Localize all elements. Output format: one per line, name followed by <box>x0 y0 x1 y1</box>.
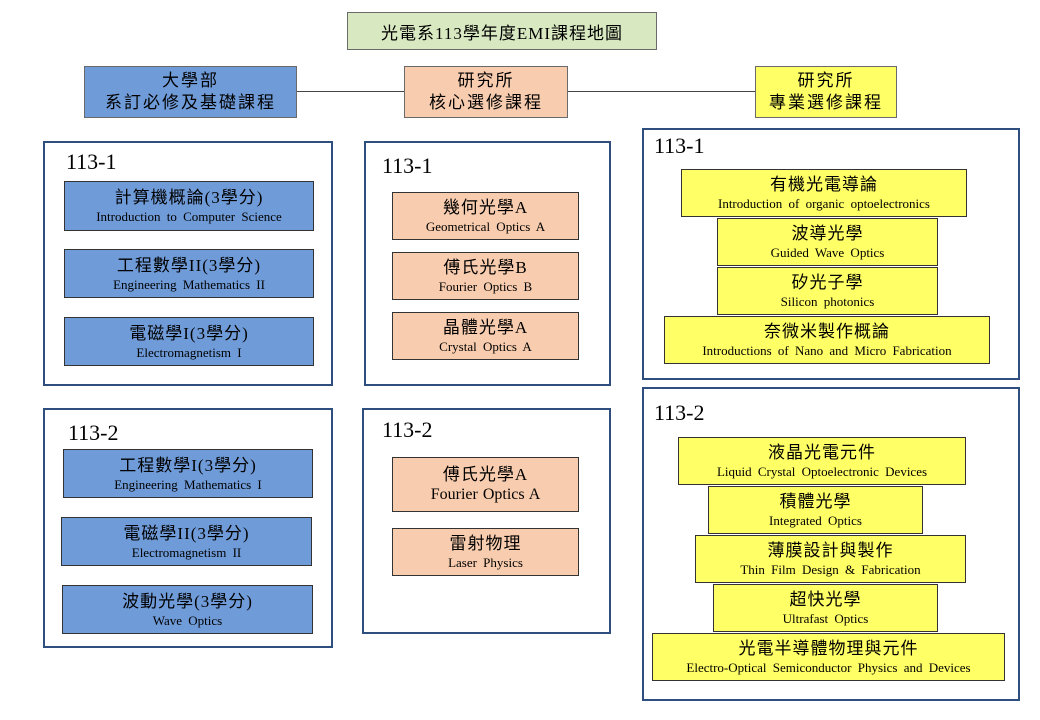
course-box: 液晶光電元件 Liquid Crystal Optoelectronic Dev… <box>678 437 966 485</box>
course-box: 傅氏光學A Fourier Optics A <box>392 457 579 512</box>
course-name-en: Guided Wave Optics <box>770 245 885 260</box>
course-name-zh: 傅氏光學A <box>442 465 529 484</box>
course-name-en: Liquid Crystal Optoelectronic Devices <box>716 464 928 479</box>
course-box: 工程數學I(3學分) Engineering Mathematics I <box>63 449 313 498</box>
semester-label: 113-1 <box>382 153 433 178</box>
semester-label: 113-1 <box>654 133 705 158</box>
map-title: 光電系113學年度EMI課程地圖 <box>347 12 657 50</box>
header-grad-core-line1: 研究所 <box>457 71 515 90</box>
course-name-en: Engineering Mathematics I <box>114 476 262 492</box>
course-name-en: Crystal Optics A <box>439 339 532 354</box>
header-grad-pro: 研究所 專業選修課程 <box>755 66 897 118</box>
semester-label: 113-2 <box>382 417 433 442</box>
course-box: 波動光學(3學分) Wave Optics <box>62 585 313 634</box>
header-grad-pro-line2: 專業選修課程 <box>769 93 883 112</box>
course-name-zh: 工程數學II(3學分) <box>116 255 262 275</box>
course-box: 薄膜設計與製作 Thin Film Design & Fabrication <box>695 535 966 583</box>
course-name-en: Ultrafast Optics <box>782 611 869 626</box>
header-grad-pro-line1: 研究所 <box>797 71 855 90</box>
semester-label: 113-2 <box>68 420 119 445</box>
course-box: 雷射物理 Laser Physics <box>392 528 579 576</box>
course-box: 幾何光學A Geometrical Optics A <box>392 192 579 240</box>
course-name-en: Silicon photonics <box>780 294 875 309</box>
header-undergrad: 大學部 系訂必修及基礎課程 <box>84 66 297 118</box>
course-name-en: Fourier Optics A <box>430 486 541 503</box>
header-undergrad-line2: 系訂必修及基礎課程 <box>105 93 276 112</box>
panel-grad-core-113-2 <box>362 408 611 634</box>
semester-label: 113-1 <box>66 149 117 174</box>
course-box: 光電半導體物理與元件 Electro-Optical Semiconductor… <box>652 633 1005 681</box>
course-box: 超快光學 Ultrafast Optics <box>713 584 938 632</box>
course-name-en: Electromagnetism II <box>131 544 242 560</box>
header-grad-core: 研究所 核心選修課程 <box>404 66 568 118</box>
course-name-en: Fourier Optics B <box>438 279 533 294</box>
course-name-zh: 計算機概論(3學分) <box>114 188 264 207</box>
course-box: 電磁學I(3學分) Electromagnetism I <box>64 317 314 366</box>
course-name-zh: 奈微米製作概論 <box>764 322 890 341</box>
course-name-en: Laser Physics <box>448 555 523 570</box>
course-name-en: Wave Optics <box>152 612 223 628</box>
header-undergrad-line1: 大學部 <box>162 71 219 90</box>
course-box: 傅氏光學B Fourier Optics B <box>392 252 579 300</box>
course-name-zh: 波導光學 <box>791 224 864 243</box>
course-name-zh: 超快光學 <box>789 590 862 609</box>
course-box: 計算機概論(3學分) Introduction to Computer Scie… <box>64 181 314 231</box>
course-name-en: Introductions of Nano and Micro Fabricat… <box>702 343 952 358</box>
course-name-zh: 薄膜設計與製作 <box>767 541 894 560</box>
semester-label: 113-2 <box>654 400 705 425</box>
course-name-zh: 工程數學I(3學分) <box>119 455 257 475</box>
course-name-en: Integrated Optics <box>769 513 862 528</box>
course-name-zh: 晶體光學A <box>442 318 529 337</box>
course-box: 工程數學II(3學分) Engineering Mathematics II <box>64 249 314 298</box>
header-grad-core-line2: 核心選修課程 <box>429 93 543 112</box>
course-name-en: Geometrical Optics A <box>425 219 546 234</box>
course-name-zh: 光電半導體物理與元件 <box>738 639 919 658</box>
course-name-zh: 液晶光電元件 <box>768 443 876 462</box>
course-box: 波導光學 Guided Wave Optics <box>717 218 938 266</box>
course-box: 電磁學II(3學分) Electromagnetism II <box>61 517 312 566</box>
course-name-zh: 傅氏光學B <box>443 258 528 277</box>
course-name-zh: 幾何光學A <box>442 198 529 217</box>
course-name-en: Engineering Mathematics II <box>113 276 265 292</box>
course-box: 奈微米製作概論 Introductions of Nano and Micro … <box>664 316 990 364</box>
course-box: 晶體光學A Crystal Optics A <box>392 312 579 360</box>
course-name-zh: 有機光電導論 <box>770 175 878 194</box>
course-name-zh: 矽光子學 <box>791 273 864 292</box>
course-name-en: Introduction of organic optoelectronics <box>717 196 930 211</box>
course-name-zh: 波動光學(3學分) <box>122 591 253 611</box>
course-name-en: Electro-Optical Semiconductor Physics an… <box>686 660 971 675</box>
connector-line <box>568 91 755 92</box>
course-name-zh: 電磁學I(3學分) <box>129 323 249 343</box>
course-name-en: Electromagnetism I <box>136 344 242 360</box>
course-name-zh: 積體光學 <box>779 492 852 511</box>
course-name-zh: 雷射物理 <box>449 534 522 553</box>
course-name-en: Thin Film Design & Fabrication <box>740 562 921 577</box>
course-box: 矽光子學 Silicon photonics <box>717 267 938 315</box>
course-name-zh: 電磁學II(3學分) <box>123 523 250 543</box>
course-box: 有機光電導論 Introduction of organic optoelect… <box>681 169 967 217</box>
course-name-en: Introduction to Computer Science <box>96 209 282 224</box>
course-box: 積體光學 Integrated Optics <box>708 486 923 534</box>
connector-line <box>297 91 404 92</box>
